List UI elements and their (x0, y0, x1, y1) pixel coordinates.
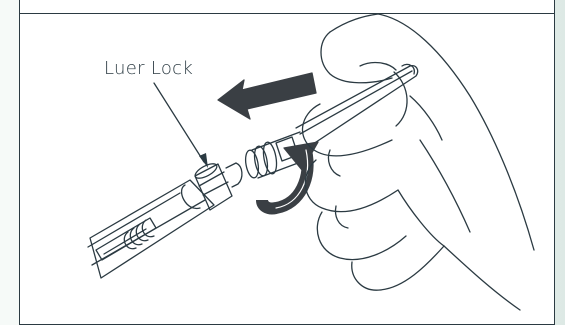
direction-arrow-icon (218, 73, 316, 119)
callout-pointer (154, 83, 208, 168)
hand-illustration (303, 14, 534, 310)
syringe-barrel (88, 180, 214, 278)
